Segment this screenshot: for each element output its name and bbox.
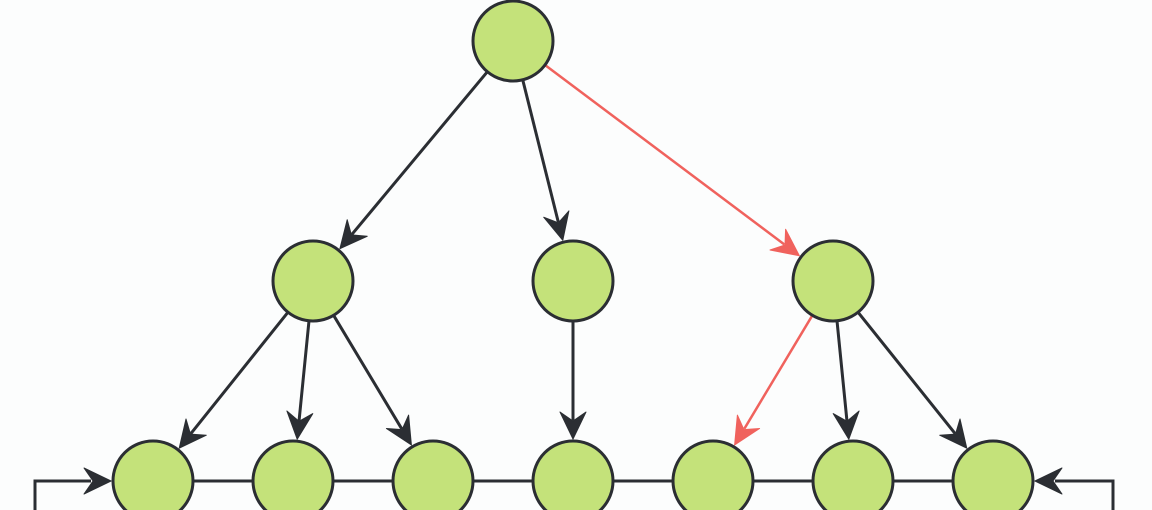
node-b1	[531, 439, 615, 510]
edge-c-c3	[856, 310, 956, 435]
edge-arrowhead-root-b	[543, 210, 570, 241]
loop-arrow-left-line	[33, 479, 91, 510]
loop-arrow-right-line	[1055, 479, 1115, 510]
node-root	[471, 0, 555, 83]
edge-a-a2	[297, 319, 311, 421]
edge-root-a	[351, 70, 489, 235]
node-a1	[111, 439, 195, 510]
highlight-edge-arrowhead-root-c	[769, 228, 800, 257]
node-a	[271, 239, 355, 323]
node-c3	[951, 439, 1035, 510]
loop-arrow-right-head	[1034, 467, 1063, 495]
edge-arrowhead-root-a	[339, 219, 368, 250]
edge-arrowhead-a-a2	[286, 410, 314, 440]
node-c2	[811, 439, 895, 510]
edges-layer	[33, 63, 1115, 510]
node-a2	[251, 439, 335, 510]
edge-arrowhead-a-a3	[385, 414, 412, 446]
node-c	[791, 239, 875, 323]
edge-a-a3	[332, 313, 403, 430]
highlight-edge-arrowhead-c-c1	[734, 414, 761, 446]
node-b	[531, 239, 615, 323]
edge-arrowhead-c-c3	[939, 418, 968, 449]
loop-arrow-left-head	[83, 467, 112, 495]
highlight-edge-root-c	[543, 63, 785, 246]
edge-arrowhead-c-c2	[832, 410, 860, 440]
highlight-edge-c-c1	[743, 314, 814, 430]
node-c1	[671, 439, 755, 510]
edge-c-c2	[835, 319, 849, 421]
edge-root-b	[521, 78, 560, 223]
nodes-layer	[111, 0, 1035, 510]
edge-a-a1	[190, 310, 290, 435]
edge-arrowhead-a-a1	[178, 418, 207, 449]
edge-arrowhead-b-b1	[559, 411, 587, 440]
node-a3	[391, 439, 475, 510]
